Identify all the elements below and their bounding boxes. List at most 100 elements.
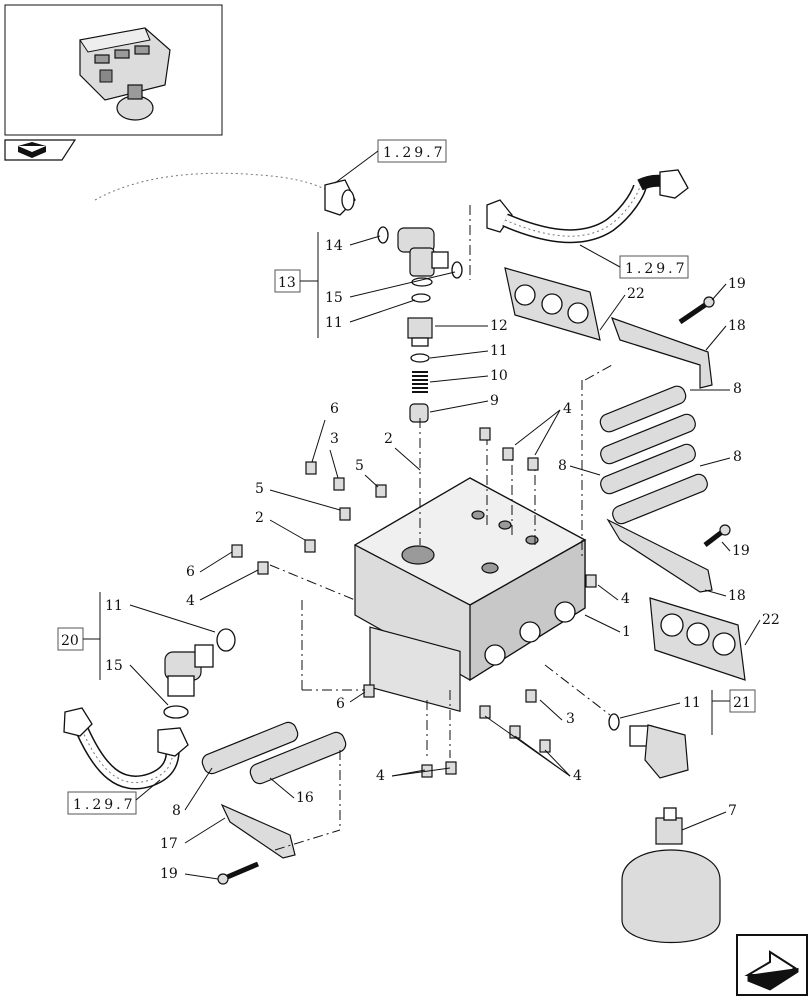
group-20: 20 bbox=[57, 592, 101, 680]
callout-5-left: 5 bbox=[255, 481, 341, 511]
svg-text:19: 19 bbox=[160, 866, 178, 882]
callout-11-top: 11 bbox=[325, 299, 416, 331]
callout-3-bottom: 3 bbox=[539, 699, 575, 727]
callout-19-top: 19 bbox=[711, 276, 746, 301]
elbow-20 bbox=[163, 628, 236, 719]
svg-text:16: 16 bbox=[296, 790, 314, 806]
elbow-fitting bbox=[377, 226, 463, 303]
svg-text:21: 21 bbox=[733, 695, 751, 711]
callout-3-top: 3 bbox=[329, 431, 339, 479]
svg-text:19: 19 bbox=[732, 543, 750, 559]
ref-box-bottom: 1.29.7 bbox=[67, 779, 161, 815]
svg-text:13: 13 bbox=[278, 275, 296, 291]
svg-text:8: 8 bbox=[733, 381, 742, 397]
callout-14: 14 bbox=[325, 235, 381, 254]
callout-18-bottom: 18 bbox=[704, 588, 746, 604]
callout-18-top: 18 bbox=[705, 318, 746, 351]
pressure-sensor-21 bbox=[608, 713, 689, 779]
svg-text:11: 11 bbox=[325, 315, 343, 331]
svg-text:18: 18 bbox=[728, 318, 746, 334]
callout-11-bottom: 11 bbox=[619, 695, 701, 719]
upper-left-pipe bbox=[92, 167, 356, 216]
svg-text:1.29.7: 1.29.7 bbox=[383, 145, 446, 161]
lower-left-pipe bbox=[63, 707, 189, 790]
svg-text:14: 14 bbox=[325, 238, 343, 254]
svg-text:8: 8 bbox=[733, 449, 742, 465]
ref-box-right: 1.29.7 bbox=[579, 244, 689, 279]
group-13: 13 bbox=[274, 232, 319, 338]
svg-text:9: 9 bbox=[490, 393, 499, 409]
callout-22-bottom: 22 bbox=[744, 612, 780, 646]
svg-text:8: 8 bbox=[558, 458, 567, 474]
bracket-top-18 bbox=[611, 317, 713, 389]
callout-11-mid: 11 bbox=[429, 343, 508, 359]
svg-text:4: 4 bbox=[621, 591, 630, 607]
book-nav-icon[interactable] bbox=[4, 139, 77, 161]
svg-text:4: 4 bbox=[573, 768, 582, 784]
callout-1: 1 bbox=[584, 614, 631, 640]
svg-text:3: 3 bbox=[566, 711, 575, 727]
bracket-bottom-18 bbox=[606, 518, 713, 593]
washer-11 bbox=[410, 353, 430, 363]
callout-9: 9 bbox=[429, 393, 499, 413]
next-page-arrow-icon[interactable] bbox=[736, 934, 808, 996]
svg-text:4: 4 bbox=[186, 593, 195, 609]
svg-text:8: 8 bbox=[172, 803, 181, 819]
svg-text:11: 11 bbox=[683, 695, 701, 711]
gasket-top bbox=[504, 267, 601, 341]
callout-2-left: 2 bbox=[255, 510, 306, 541]
svg-text:11: 11 bbox=[105, 598, 123, 614]
callout-4-left: 4 bbox=[186, 569, 259, 609]
callout-5-top: 5 bbox=[355, 458, 379, 488]
svg-text:2: 2 bbox=[255, 510, 264, 526]
plunger-9 bbox=[409, 403, 429, 423]
ref-box-top: 1.29.7 bbox=[334, 139, 447, 184]
svg-text:2: 2 bbox=[384, 431, 393, 447]
callout-4-top: 4 bbox=[514, 401, 572, 456]
callout-11-left: 11 bbox=[105, 598, 216, 633]
svg-text:15: 15 bbox=[325, 290, 343, 306]
screw-19-mid bbox=[703, 524, 731, 547]
svg-text:10: 10 bbox=[490, 368, 508, 384]
callout-15-top: 15 bbox=[325, 271, 456, 306]
gasket-bottom bbox=[649, 597, 746, 681]
svg-text:12: 12 bbox=[490, 318, 508, 334]
screw-19-top bbox=[678, 296, 715, 325]
callout-19-bottom: 19 bbox=[160, 866, 219, 882]
callout-8-mid: 8 bbox=[699, 449, 742, 467]
callout-10: 10 bbox=[429, 368, 508, 384]
callout-6-top: 6 bbox=[311, 401, 339, 463]
callout-8-top: 8 bbox=[690, 381, 742, 397]
callout-2-top: 2 bbox=[384, 431, 421, 471]
callout-16: 16 bbox=[269, 777, 314, 806]
callout-4-bottom-right: 4 bbox=[484, 715, 582, 784]
spool-group-right bbox=[599, 385, 708, 525]
callout-22-top: 22 bbox=[599, 286, 645, 331]
svg-text:1: 1 bbox=[622, 624, 631, 640]
svg-text:20: 20 bbox=[61, 633, 79, 649]
svg-text:19: 19 bbox=[728, 276, 746, 292]
callout-17: 17 bbox=[160, 817, 226, 852]
callout-19-mid: 19 bbox=[721, 541, 750, 559]
svg-text:6: 6 bbox=[186, 564, 195, 580]
spring-10 bbox=[412, 371, 428, 393]
svg-text:11: 11 bbox=[490, 343, 508, 359]
thumbnail-valve-icon bbox=[79, 27, 171, 121]
svg-text:6: 6 bbox=[330, 401, 339, 417]
screw-19-bottom bbox=[217, 861, 259, 885]
assembly-lines bbox=[269, 205, 613, 851]
callout-4-right: 4 bbox=[597, 584, 630, 607]
callout-6-left: 6 bbox=[186, 551, 233, 580]
spool-group-left bbox=[201, 721, 347, 785]
svg-text:4: 4 bbox=[563, 401, 572, 417]
valve-body bbox=[353, 477, 587, 713]
svg-text:4: 4 bbox=[376, 768, 385, 784]
accumulator-7 bbox=[621, 807, 721, 943]
svg-text:1.29.7: 1.29.7 bbox=[73, 797, 136, 813]
svg-text:22: 22 bbox=[627, 286, 645, 302]
callout-7: 7 bbox=[681, 803, 737, 831]
thumbnail-frame[interactable] bbox=[4, 4, 223, 136]
adapter-12 bbox=[407, 317, 433, 347]
svg-text:15: 15 bbox=[105, 658, 123, 674]
